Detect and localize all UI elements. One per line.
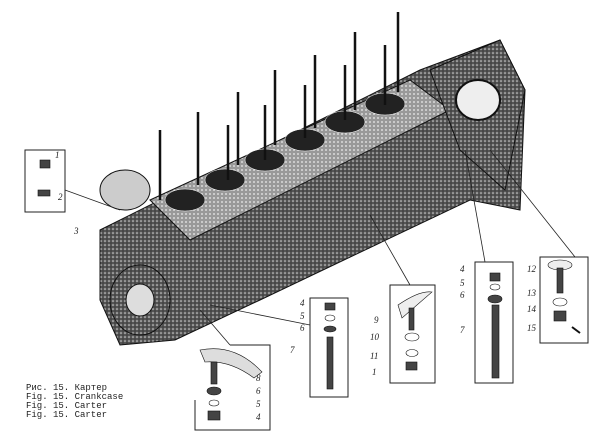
label-4: 4 [460,264,465,274]
label-5: 5 [256,399,261,409]
label-15: 15 [527,323,537,333]
leader-lines [64,149,576,346]
figure-caption: Рис. 15. Картер Fig. 15. Crankcase Fig. … [26,384,123,420]
caption-line-es: Fig. 15. Carter [26,401,108,411]
caption-line-en: Fig. 15. Crankcase [26,392,124,402]
callout-boxes [24,149,589,431]
crankcase-block [99,12,526,346]
label-7: 7 [290,345,295,355]
label-5: 5 [460,278,465,288]
caption-line-ru: Рис. 15. Картер [26,383,108,393]
label-7: 7 [460,325,465,335]
label-11: 11 [370,351,378,361]
label-12: 12 [527,264,537,274]
label-1: 1 [55,150,60,160]
fastener-parts [37,159,581,421]
label-2: 2 [58,192,63,202]
label-1: 1 [372,367,377,377]
label-10: 10 [370,332,380,342]
label-13: 13 [527,288,537,298]
label-6: 6 [256,386,261,396]
part-labels: 1 2 3 8 6 5 4 4 5 6 7 9 10 11 1 4 5 6 7 … [55,150,537,422]
caption-line-fr: Fig. 15. Carter [26,410,108,420]
label-6: 6 [460,290,465,300]
label-4: 4 [300,298,305,308]
label-5: 5 [300,311,305,321]
label-9: 9 [374,315,379,325]
label-3: 3 [73,226,79,236]
label-4: 4 [256,412,261,422]
label-6: 6 [300,323,305,333]
label-8: 8 [256,373,261,383]
label-14: 14 [527,304,537,314]
